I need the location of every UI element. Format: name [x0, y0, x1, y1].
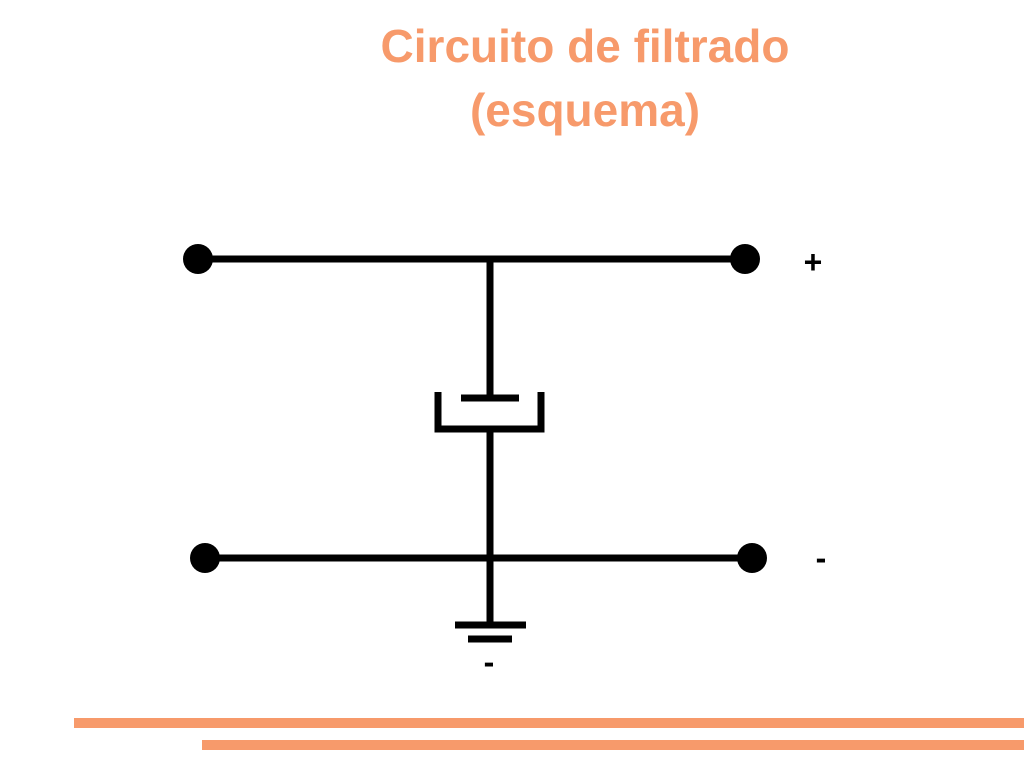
title-line-2: (esquema)	[469, 84, 701, 136]
negative-input-terminal	[190, 543, 220, 573]
decorative-bar-bottom	[202, 740, 1024, 750]
positive-input-terminal	[183, 244, 213, 274]
slide-title: Circuito de filtrado (esquema)	[300, 14, 870, 142]
positive-terminal-label: +	[804, 244, 823, 280]
positive-output-terminal	[730, 244, 760, 274]
negative-terminal-label: -	[816, 540, 827, 576]
title-line-1: Circuito de filtrado	[380, 20, 790, 72]
decorative-bar-top	[74, 718, 1024, 728]
negative-output-terminal	[737, 543, 767, 573]
ground-label: -	[484, 644, 495, 680]
ground-icon	[455, 621, 526, 643]
